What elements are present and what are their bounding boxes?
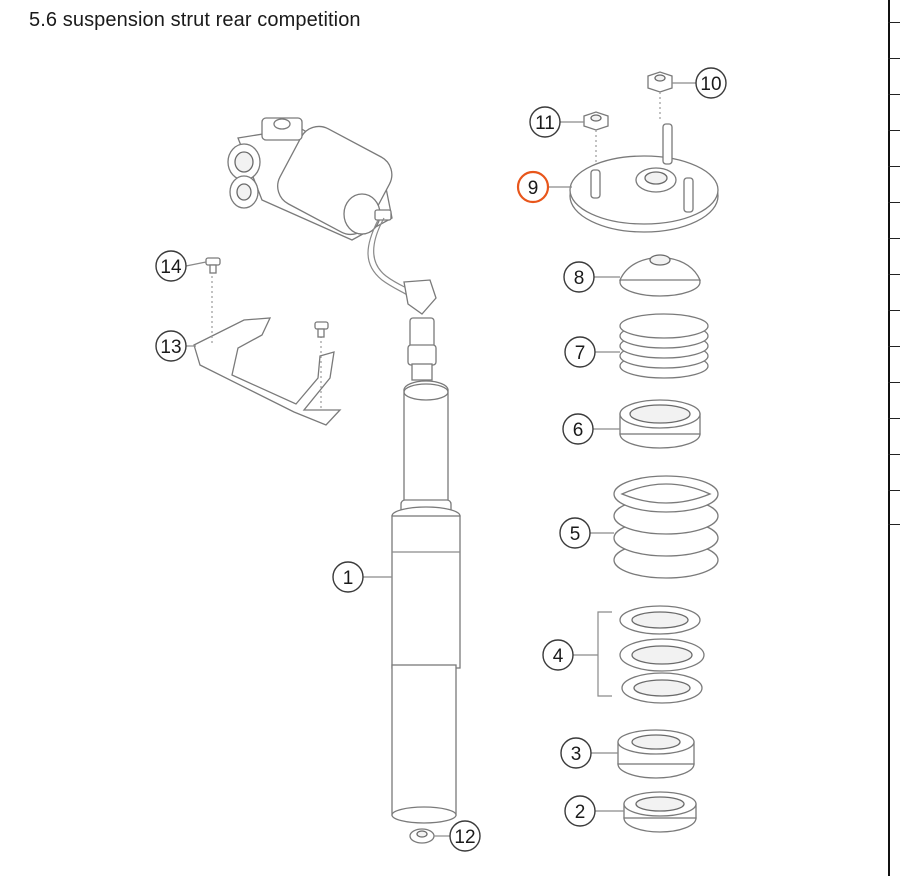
callout-5[interactable]: 5 [559, 517, 591, 549]
callout-label-13: 13 [160, 337, 181, 358]
callout-2[interactable]: 2 [564, 795, 596, 827]
table-border [888, 0, 890, 876]
callout-12[interactable]: 12 [449, 820, 481, 852]
callout-13[interactable]: 13 [155, 330, 187, 362]
helper-spring-7[interactable] [619, 313, 709, 379]
table-row-line [888, 22, 900, 23]
callout-label-8: 8 [574, 268, 585, 289]
parts-table-edge [888, 0, 900, 876]
callout-10[interactable]: 10 [695, 67, 727, 99]
top-mount-9[interactable] [569, 123, 719, 233]
callout-label-11: 11 [535, 113, 555, 134]
page-title: 5.6 suspension strut rear competition [29, 9, 361, 31]
leader-lines [185, 82, 696, 837]
table-row-line [888, 274, 900, 275]
callout-1[interactable]: 1 [332, 561, 364, 593]
nut-11[interactable] [583, 111, 609, 168]
callout-11[interactable]: 11 [529, 106, 561, 138]
lock-ring-2[interactable] [623, 791, 697, 833]
callout-label-6: 6 [573, 420, 584, 441]
spring-perch-3[interactable] [617, 729, 695, 779]
table-row-line [888, 94, 900, 95]
callout-9[interactable]: 9 [516, 170, 550, 204]
callout-label-12: 12 [454, 827, 475, 848]
adapter-ring-6[interactable] [619, 399, 701, 449]
table-row-line [888, 166, 900, 167]
callout-label-7: 7 [575, 343, 586, 364]
callout-label-4: 4 [553, 646, 564, 667]
table-row-line [888, 58, 900, 59]
table-row-line [888, 524, 900, 525]
table-row-line [888, 130, 900, 131]
nut-12[interactable] [409, 828, 435, 844]
callout-label-2: 2 [575, 802, 586, 823]
table-row-line [888, 382, 900, 383]
callout-7[interactable]: 7 [564, 336, 596, 368]
table-row-line [888, 490, 900, 491]
bracket-13[interactable] [193, 276, 342, 426]
callout-label-9: 9 [528, 178, 539, 199]
thrust-bearing-4[interactable] [597, 605, 705, 704]
callout-4[interactable]: 4 [542, 639, 574, 671]
callout-label-10: 10 [700, 74, 721, 95]
shock-body[interactable] [391, 317, 461, 824]
callout-label-3: 3 [571, 744, 582, 765]
callout-3[interactable]: 3 [560, 737, 592, 769]
callout-label-5: 5 [570, 524, 581, 545]
callout-label-1: 1 [343, 568, 354, 589]
callout-6[interactable]: 6 [562, 413, 594, 445]
table-row-line [888, 310, 900, 311]
table-row-line [888, 202, 900, 203]
callout-label-14: 14 [160, 257, 182, 278]
main-spring-5[interactable] [613, 475, 719, 579]
screw-14[interactable] [205, 257, 329, 338]
table-row-line [888, 418, 900, 419]
nut-10[interactable] [647, 71, 673, 120]
callout-14[interactable]: 14 [155, 250, 187, 282]
table-row-line [888, 346, 900, 347]
table-row-line [888, 454, 900, 455]
reservoir[interactable] [227, 117, 437, 315]
spring-seat-8[interactable] [618, 254, 702, 297]
callout-8[interactable]: 8 [563, 261, 595, 293]
table-row-line [888, 238, 900, 239]
